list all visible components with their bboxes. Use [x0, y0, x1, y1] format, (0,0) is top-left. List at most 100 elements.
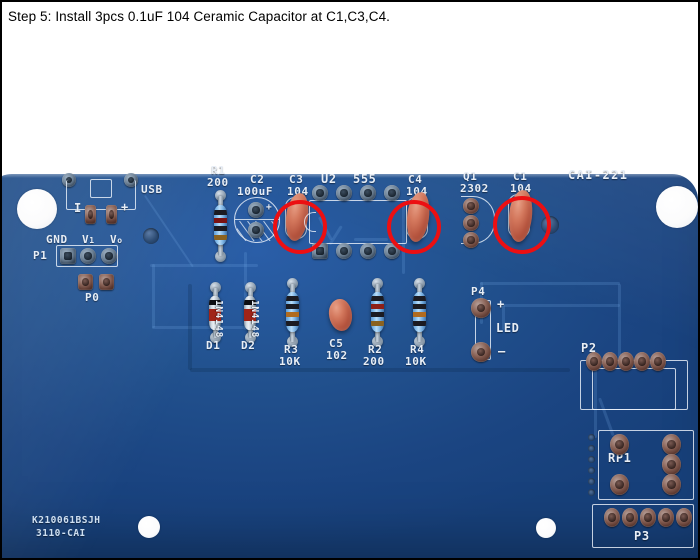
p2-pad-1	[586, 352, 602, 371]
trace	[152, 326, 248, 329]
step-instruction-text: Step 5: Install 3pcs 0.1uF 104 Ceramic C…	[8, 9, 391, 24]
silk-label-r3-val: 10K	[279, 355, 301, 368]
mounting-hole-bottom-right	[536, 518, 556, 538]
silk-v1-main: V	[82, 233, 90, 246]
silk-label-q1-val: 2302	[460, 182, 489, 195]
r4-lead-wire-top	[417, 284, 422, 296]
d2-lead-wire-bottom	[248, 326, 253, 338]
d2-lead-wire-top	[248, 288, 253, 300]
component-d2-diode	[244, 296, 256, 330]
trace	[618, 284, 621, 360]
silk-label-r4-val: 10K	[405, 355, 427, 368]
usb-mount-pad-right	[124, 173, 138, 187]
silk-label-p2: P2	[581, 341, 597, 355]
u2-body-outline	[309, 200, 407, 244]
u2-pad-4	[384, 243, 400, 259]
pcb-board	[2, 174, 698, 558]
silk-label-part-number: CAI-221	[568, 168, 629, 182]
rp1-pad-4	[662, 454, 681, 475]
r3-lead-wire-bottom	[290, 330, 295, 342]
rp1-pad-5	[662, 474, 681, 495]
silk-label-p4: P4	[471, 285, 486, 298]
silk-vo-main: V	[110, 233, 118, 246]
component-r3-resistor	[286, 292, 299, 332]
d1-lead-top	[210, 282, 221, 293]
silk-label-c3-ref: C3	[289, 173, 304, 186]
trace	[480, 282, 620, 285]
silk-label-batch-code-2: 3110-CAI	[36, 528, 86, 539]
d2-lead-top	[245, 282, 256, 293]
silk-label-r3-ref: R3	[284, 343, 299, 356]
u2-pad-1	[312, 243, 328, 259]
via	[588, 434, 595, 441]
pcb-photograph: USB I + GND V1 Vo P1 P0 R1 200	[2, 152, 698, 558]
p0-pad-left	[78, 274, 93, 290]
usb-connector-inner-outline	[90, 179, 112, 198]
r4-lead-wire-bottom	[417, 330, 422, 342]
via	[541, 216, 559, 234]
q1-pad-1	[463, 198, 479, 214]
silk-label-r2-ref: R2	[368, 343, 383, 356]
silk-vo-sub: o	[117, 236, 123, 245]
silk-label-vo: Vo	[110, 233, 123, 246]
p4-pad-minus	[471, 342, 491, 362]
silk-label-p3: P3	[634, 529, 650, 543]
silk-label-p4-minus: –	[498, 344, 506, 358]
p1-pad-gnd	[60, 248, 76, 264]
silk-label-led: LED	[496, 321, 520, 335]
c2-pad-positive	[248, 202, 264, 218]
rp1-pad-2	[610, 474, 629, 495]
u2-pad-6	[360, 185, 376, 201]
silk-label-d1-val: 1N4148	[213, 300, 224, 338]
mounting-hole-top-right	[656, 186, 698, 228]
silk-label-q1-ref: Q1	[463, 170, 478, 183]
u2-pad-2	[336, 243, 352, 259]
component-r1-resistor	[214, 205, 227, 245]
silk-label-rp1: RP1	[608, 451, 632, 465]
mounting-hole-top-left	[17, 189, 57, 229]
usb-power-pad-plus	[106, 205, 117, 224]
silk-v1-sub: 1	[89, 236, 95, 245]
via	[588, 445, 595, 452]
p3-pad-1	[604, 508, 620, 527]
p2-pad-2	[602, 352, 618, 371]
r4-lead-top	[414, 278, 425, 289]
silk-label-c4-ref: C4	[408, 173, 423, 186]
c2-footprint-outline	[234, 197, 280, 243]
p1-pad-v1	[80, 248, 96, 264]
r1-lead-bottom	[215, 251, 226, 262]
via	[143, 228, 159, 244]
via	[588, 467, 595, 474]
u2-pad-8	[312, 185, 328, 201]
silk-label-c1-ref: C1	[513, 170, 528, 183]
rp1-pad-1	[610, 434, 629, 455]
q1-pad-2	[463, 215, 479, 231]
p3-pad-3	[640, 508, 656, 527]
r2-lead-top	[372, 278, 383, 289]
silk-label-usb-minus: I	[74, 201, 82, 215]
p3-pad-2	[622, 508, 638, 527]
p0-pad-right	[99, 274, 114, 290]
r3-lead-top	[287, 278, 298, 289]
r1-lead-wire-top	[218, 196, 223, 210]
silk-label-u2-ref: U2	[321, 172, 337, 186]
silk-label-p1: P1	[33, 249, 48, 262]
silk-label-gnd: GND	[46, 233, 68, 246]
silk-label-r4-ref: R4	[410, 343, 425, 356]
silk-label-c2-val: 100uF	[237, 185, 274, 198]
c2-polarity-divider	[235, 219, 279, 221]
mounting-hole-bottom-left	[138, 516, 160, 538]
silk-label-d2-val: 1N4148	[249, 300, 260, 338]
silk-label-r2-val: 200	[363, 355, 385, 368]
usb-power-pad-minus	[85, 205, 96, 224]
silk-label-usb-plus: +	[121, 200, 129, 214]
trace	[354, 238, 388, 241]
u2-pad-3	[360, 243, 376, 259]
u2-pad-7	[336, 185, 352, 201]
via	[588, 456, 595, 463]
trace	[190, 368, 570, 372]
silk-label-batch-code-1: K210061BSJH	[32, 515, 101, 526]
trace	[188, 284, 192, 370]
silk-label-c5-val: 102	[326, 349, 348, 362]
